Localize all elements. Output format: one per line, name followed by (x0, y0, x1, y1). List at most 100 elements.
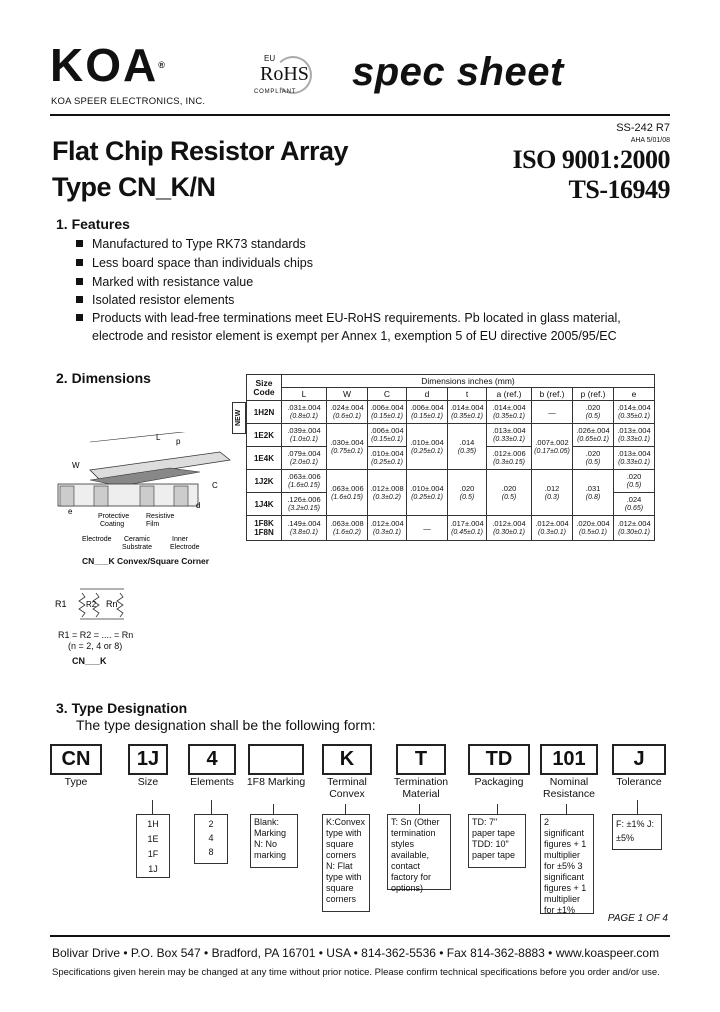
table-row: 1F8K 1F8N.149±.004(3.8±0.1).063±.008(1.6… (246, 515, 655, 541)
feature-item: Products with lead-free terminations mee… (76, 311, 621, 325)
type-code-box: 4 (188, 744, 236, 775)
dimension-cell: .149±.004(3.8±0.1) (281, 515, 327, 541)
dimension-cell: .031(0.8) (572, 469, 614, 516)
type-code-box: K (322, 744, 372, 775)
spec-sheet-title: spec sheet (352, 50, 564, 94)
type-code-box (248, 744, 304, 775)
svg-text:Electrode: Electrode (170, 544, 200, 551)
doc-code: SS-242 R7 (616, 122, 670, 134)
header-rule (50, 114, 670, 116)
label-resistive: Resistive (146, 513, 175, 520)
circuit-n: (n = 2, 4 or 8) (68, 641, 123, 651)
drawing-caption: CN___K Convex/Square Corner (82, 556, 210, 566)
feature-item: Isolated resistor elements (76, 293, 234, 307)
bullet-icon (76, 296, 83, 303)
dimension-cell: .013±.004(0.33±0.1) (486, 423, 532, 447)
page-number: PAGE 1 OF 4 (607, 913, 668, 924)
type-code-label: Nominal Resistance (543, 776, 595, 800)
dimension-cell: .006±.004(0.15±0.1) (367, 423, 407, 447)
column-header: L (281, 387, 327, 401)
dimension-cell: .024(0.65) (613, 492, 655, 516)
type-code-label: Type (64, 776, 88, 788)
column-header: d (406, 387, 448, 401)
tolerance-options: F: ±1% J: ±5% (612, 814, 662, 850)
footer-rule (50, 935, 670, 937)
column-header: t (447, 387, 487, 401)
features-heading: 1. Features (56, 216, 130, 232)
connector-line (566, 804, 567, 814)
bullet-icon (76, 259, 83, 266)
terminal (59, 485, 75, 507)
svg-text:Rn: Rn (106, 599, 118, 609)
ts-cert: TS-16949 (568, 175, 671, 204)
connector-line (211, 800, 212, 814)
feature-item: Less board space than individuals chips (76, 256, 313, 270)
dimension-cell: .012±.004(0.3±0.1) (531, 515, 573, 541)
circuit-caption: CN___K (72, 656, 107, 666)
bullet-icon (76, 314, 83, 321)
type-code-box: T (396, 744, 446, 775)
dimension-cell: .014±.004(0.35±0.1) (613, 400, 655, 424)
product-title: Flat Chip Resistor Array (52, 136, 349, 166)
packaging-options: TD: 7" paper tape TDD: 10" paper tape (468, 814, 526, 868)
label-C: C (212, 481, 218, 490)
feature-item-continuation: electrode and resistor element is exempt… (92, 329, 617, 343)
table-row: 1H2N.031±.004(0.8±0.1).024±.004(0.6±0.1)… (246, 400, 655, 424)
bullet-icon (76, 278, 83, 285)
type-designation-heading: 3. Type Designation (56, 700, 188, 716)
type-code-label: Size (137, 776, 159, 788)
connector-line (345, 804, 346, 814)
table-row: 1E4K.079±.004(2.0±0.1).010±.004(0.25±0.1… (246, 446, 655, 470)
koa-logo: KOA® (50, 39, 167, 91)
dimension-cell: .012±.004(0.30±0.1) (613, 515, 655, 541)
connector-line (273, 804, 274, 814)
dimension-cell: .020(0.5) (572, 446, 614, 470)
table-row: 1J4K.126±.006(3.2±0.15).024(0.65) (246, 492, 655, 516)
dimension-cell: .063±.006(1.6±0.15) (281, 469, 327, 493)
dimension-cell: .063±.006(1.6±0.15) (326, 469, 368, 516)
bullet-icon (76, 240, 83, 247)
table-row: 1E2K.039±.004(1.0±0.1).030±.004(0.75±0.1… (246, 423, 655, 470)
connector-line (497, 804, 498, 814)
type-code-label: Terminal Convex (327, 776, 367, 800)
dimension-cell: — (531, 400, 573, 424)
label-p: p (176, 437, 181, 446)
type-code-box: TD (468, 744, 530, 775)
connector-line (637, 800, 638, 814)
column-header: b (ref.) (531, 387, 573, 401)
terminal-options: K:Convex type with square corners N: Fla… (322, 814, 370, 912)
dimension-cell: .030±.004(0.75±0.1) (326, 423, 368, 470)
dimension-cell: .024±.004(0.6±0.1) (326, 400, 368, 424)
dimension-cell: .020±.004(0.5±0.1) (572, 515, 614, 541)
label-ceramic: Ceramic (124, 536, 151, 543)
circuit-equation: R1 = R2 = .... = Rn (58, 630, 134, 640)
dimension-line (89, 432, 186, 443)
type-code-label: Tolerance (616, 776, 662, 788)
size-code-cell: 1F8K 1F8N (246, 515, 282, 541)
dimension-cell: .007±.002(0.17±0.05) (531, 423, 573, 470)
label-protective: Protective (98, 513, 129, 520)
iso-cert: ISO 9001:2000 (512, 145, 671, 174)
type-code-label: 1F8 Marking (246, 776, 306, 788)
type-designation-intro: The type designation shall be the follow… (76, 717, 376, 733)
company-name: KOA SPEER ELECTRONICS, INC. (51, 96, 206, 107)
dimension-cell: .012±.008(0.3±0.2) (367, 469, 407, 516)
dimension-cell: .020(0.5) (447, 469, 487, 516)
doc-date: AHA 5/01/08 (630, 137, 670, 144)
size-code-header: Size Code (246, 374, 282, 401)
dimension-cell: .020(0.5) (486, 469, 532, 516)
size-code-cell: 1E4K (246, 446, 282, 470)
footer-address: Bolivar Drive • P.O. Box 547 • Bradford,… (52, 946, 660, 960)
dimension-cell: .017±.004(0.45±0.1) (447, 515, 487, 541)
resistor-rn-icon (116, 592, 124, 618)
dimension-cell: .014(0.35) (447, 423, 487, 470)
size-code-cell: 1J4K (246, 492, 282, 516)
rohs-ring-icon (274, 56, 312, 94)
type-code-box: 1J (128, 744, 168, 775)
label-L: L (156, 433, 161, 442)
svg-text:Coating: Coating (100, 521, 124, 528)
terminal (139, 485, 155, 507)
feature-item: Manufactured to Type RK73 standards (76, 237, 306, 251)
dimension-cell: .079±.004(2.0±0.1) (281, 446, 327, 470)
